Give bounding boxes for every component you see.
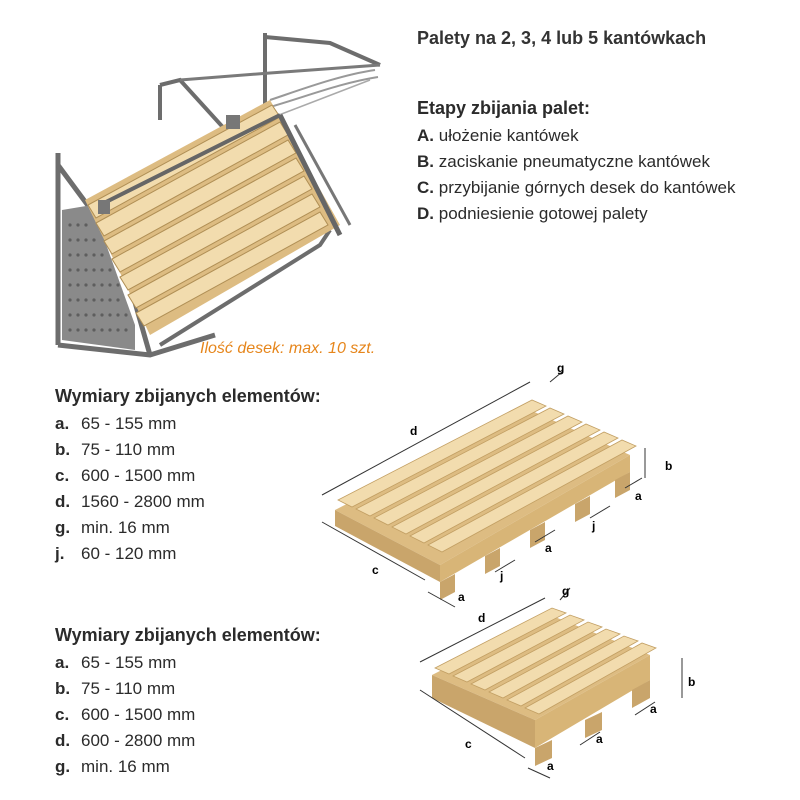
dimension-item: d. 1560 - 2800 mm — [55, 489, 321, 515]
dimension-label-g: g — [557, 361, 564, 375]
dimension-item: d. 600 - 2800 mm — [55, 728, 321, 754]
dimensions-list-small: Wymiary zbijanych elementów: a. 65 - 155 … — [55, 622, 321, 780]
dimension-letter: a. — [55, 414, 70, 433]
dimension-label-a: a — [458, 590, 465, 604]
dimension-item: b. 75 - 110 mm — [55, 676, 321, 702]
steps-section: Etapy zbijania palet: A. ułożenie kantów… — [417, 95, 735, 227]
dimension-label-a: a — [545, 541, 552, 555]
dimension-item: a. 65 - 155 mm — [55, 650, 321, 676]
dimension-item: b. 75 - 110 mm — [55, 437, 321, 463]
machine-pallet-boards — [85, 100, 352, 335]
dimension-label-g: g — [562, 584, 569, 598]
step-letter: C. — [417, 178, 434, 197]
dimension-value: 60 - 120 mm — [81, 544, 177, 563]
small-pallet-dimension-lines — [419, 587, 683, 779]
small-pallet-body — [432, 607, 657, 766]
dimensions-list-large: Wymiary zbijanych elementów: a. 65 - 155 … — [55, 383, 321, 567]
step-text: podniesienie gotowej palety — [438, 204, 648, 223]
large-pallet-body — [335, 399, 637, 600]
dimension-letter: d. — [55, 731, 71, 750]
dimension-value: 75 - 110 mm — [81, 440, 176, 459]
dimension-label-b: b — [665, 459, 672, 473]
dimension-value: min. 16 mm — [81, 757, 170, 776]
small-pallet-diagram: d c b g a a a — [419, 584, 695, 779]
dimensions-heading: Wymiary zbijanych elementów: — [55, 386, 321, 406]
step-item: C. przybijanie górnych desek do kantówek — [417, 175, 735, 201]
large-pallet-diagram: d c b g a j a j a — [321, 361, 672, 608]
dimension-letter: a. — [55, 653, 70, 672]
dimension-value: 65 - 155 mm — [81, 653, 177, 672]
dimension-label-a: a — [547, 759, 554, 773]
step-letter: A. — [417, 126, 434, 145]
dimension-item: g. min. 16 mm — [55, 754, 321, 780]
dimension-label-a: a — [650, 702, 657, 716]
dimension-label-j: j — [499, 569, 503, 583]
dimension-value: 75 - 110 mm — [81, 679, 176, 698]
large-pallet-dimension-lines — [321, 371, 646, 608]
dimension-value: 1560 - 2800 mm — [81, 492, 205, 511]
dimension-item: c. 600 - 1500 mm — [55, 463, 321, 489]
dimension-label-c: c — [372, 563, 379, 577]
step-item: D. podniesienie gotowej palety — [417, 201, 735, 227]
dimension-letter: g. — [55, 757, 71, 776]
dimensions-heading: Wymiary zbijanych elementów: — [55, 625, 321, 645]
step-letter: B. — [417, 152, 434, 171]
dimension-letter: c. — [55, 466, 70, 485]
dimension-letter: d. — [55, 492, 71, 511]
dimension-label-d: d — [478, 611, 485, 625]
dimension-item: j. 60 - 120 mm — [55, 541, 321, 567]
dimension-label-a: a — [596, 732, 603, 746]
dimension-item: c. 600 - 1500 mm — [55, 702, 321, 728]
dimension-value: 600 - 2800 mm — [81, 731, 196, 750]
pallet-machine-illustration — [55, 33, 381, 358]
dimension-letter: g. — [55, 518, 71, 537]
step-letter: D. — [417, 204, 434, 223]
dimension-label-a: a — [635, 489, 642, 503]
dimension-label-d: d — [410, 424, 417, 438]
dimension-letter: b. — [55, 440, 71, 459]
perforated-panel — [62, 205, 135, 350]
dimension-value: 65 - 155 mm — [81, 414, 177, 433]
dimension-label-c: c — [465, 737, 472, 751]
dimension-label-b: b — [688, 675, 695, 689]
dimension-label-j: j — [591, 519, 595, 533]
dimension-item: a. 65 - 155 mm — [55, 411, 321, 437]
steps-heading: Etapy zbijania palet: — [417, 98, 591, 118]
dimension-value: min. 16 mm — [81, 518, 170, 537]
dimension-letter: j. — [55, 544, 65, 563]
dimension-item: g. min. 16 mm — [55, 515, 321, 541]
page-title: Palety na 2, 3, 4 lub 5 kantówkach — [417, 28, 707, 48]
step-text: ułożenie kantówek — [438, 126, 579, 145]
step-text: zaciskanie pneumatyczne kantówek — [438, 152, 710, 171]
boards-count-note: Ilość desek: max. 10 szt. — [200, 340, 376, 357]
dimension-letter: c. — [55, 705, 70, 724]
dimension-value: 600 - 1500 mm — [81, 705, 196, 724]
step-item: B. zaciskanie pneumatyczne kantówek — [417, 149, 735, 175]
step-text: przybijanie górnych desek do kantówek — [438, 178, 736, 197]
dimension-value: 600 - 1500 mm — [81, 466, 196, 485]
dimension-letter: b. — [55, 679, 71, 698]
step-item: A. ułożenie kantówek — [417, 123, 735, 149]
